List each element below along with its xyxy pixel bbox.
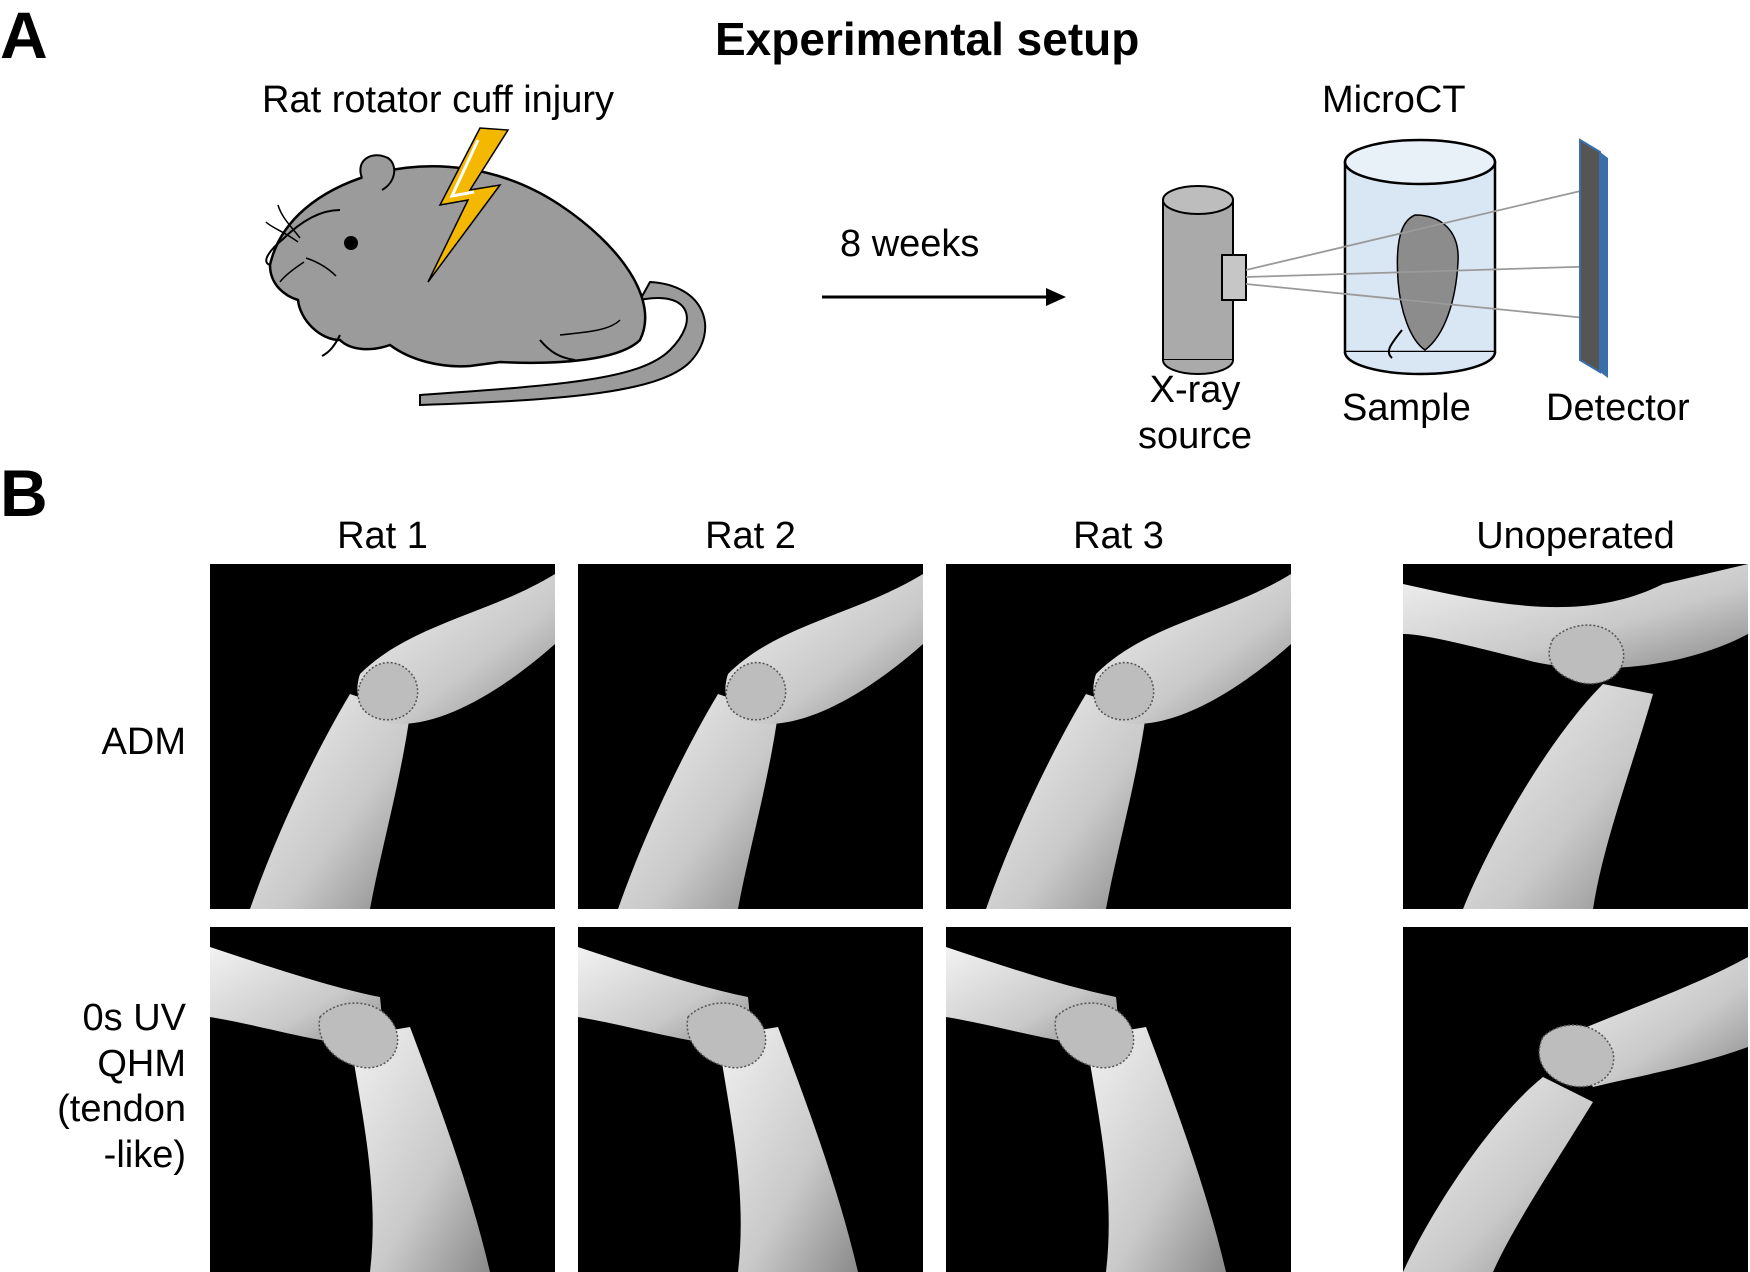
bone-shaft — [1403, 1077, 1593, 1272]
row-label-qhm-line1: 0s UV — [82, 997, 186, 1039]
microct-image-adm-rat-3 — [946, 564, 1291, 909]
bone-shaft — [1463, 684, 1653, 909]
rat-eye — [344, 236, 358, 250]
time-label: 8 weeks — [840, 223, 980, 265]
panel-a-title: Experimental setup — [715, 13, 1140, 65]
column-header-rat-1: Rat 1 — [337, 515, 428, 557]
row-label-qhm-line3: (tendon — [57, 1088, 186, 1131]
bone-scapula — [1403, 564, 1748, 669]
bone-humeral-head — [686, 1002, 767, 1069]
rat-hind-foot — [539, 339, 576, 361]
injury-label: Rat rotator cuff injury — [262, 79, 615, 121]
panel-letter-b: B — [0, 456, 48, 530]
row-label-adm-line1: ADM — [101, 721, 186, 763]
microct-image-qhm-rat-2 — [578, 927, 923, 1272]
rat-front-foot — [321, 334, 341, 357]
microct-image-adm-rat-2 — [578, 564, 923, 909]
lightning-icon — [427, 127, 510, 283]
bone-shaft — [986, 694, 1146, 909]
microct-image-adm-unoperated — [1403, 564, 1748, 909]
bone-humeral-head — [1054, 1002, 1135, 1069]
xray-beams — [1245, 184, 1607, 321]
microct-image-qhm-unoperated — [1403, 927, 1748, 1272]
row-label-qhm-line4: -like) — [103, 1133, 186, 1176]
bone-shaft — [1086, 1027, 1226, 1272]
microct-image-qhm-rat-1 — [210, 927, 555, 1272]
rat-ear — [359, 154, 396, 191]
xray-label-line2: source — [1137, 414, 1253, 457]
xray-source-icon — [1162, 185, 1247, 375]
row-label-qhm-line2: QHM — [97, 1042, 186, 1085]
row-label-adm: ADM — [20, 720, 186, 766]
row-label-qhm: 0s UV QHM (tendon -like) — [20, 996, 186, 1178]
bone-shaft — [350, 1027, 490, 1272]
panel-letter-a: A — [0, 0, 48, 72]
microct-label: MicroCT — [1322, 79, 1466, 121]
bone-shaft — [718, 1027, 858, 1272]
experimental-setup-diagram — [265, 127, 1608, 407]
microct-image-qhm-rat-3 — [946, 927, 1291, 1272]
column-header-rat-2: Rat 2 — [705, 515, 796, 557]
rat-whiskers — [265, 204, 337, 283]
scanned-rat — [1396, 214, 1459, 351]
xray-source-label: X-ray source — [1110, 368, 1280, 459]
arrowhead-icon — [1046, 288, 1066, 306]
bone-humeral-head — [1093, 662, 1155, 721]
bone-humeral-head — [357, 662, 419, 721]
rat-snout — [265, 209, 341, 266]
bone-shaft — [250, 694, 410, 909]
sample-label: Sample — [1342, 387, 1471, 429]
sample-container-icon — [1343, 138, 1497, 376]
column-header-rat-3: Rat 3 — [1073, 515, 1164, 557]
detector-icon — [1579, 138, 1608, 378]
bone-humeral-head — [1538, 1024, 1615, 1088]
bone-humeral-head — [725, 662, 787, 721]
rat-tail — [419, 280, 707, 407]
bone-humeral-head — [318, 1002, 399, 1069]
column-header-unoperated: Unoperated — [1476, 515, 1675, 557]
xray-label-line1: X-ray — [1149, 369, 1241, 411]
detector-label: Detector — [1546, 387, 1690, 429]
rat-belly-line — [559, 319, 621, 336]
microct-image-adm-rat-1 — [210, 564, 555, 909]
bone-humeral-head — [1548, 624, 1625, 685]
bone-shaft — [618, 694, 778, 909]
